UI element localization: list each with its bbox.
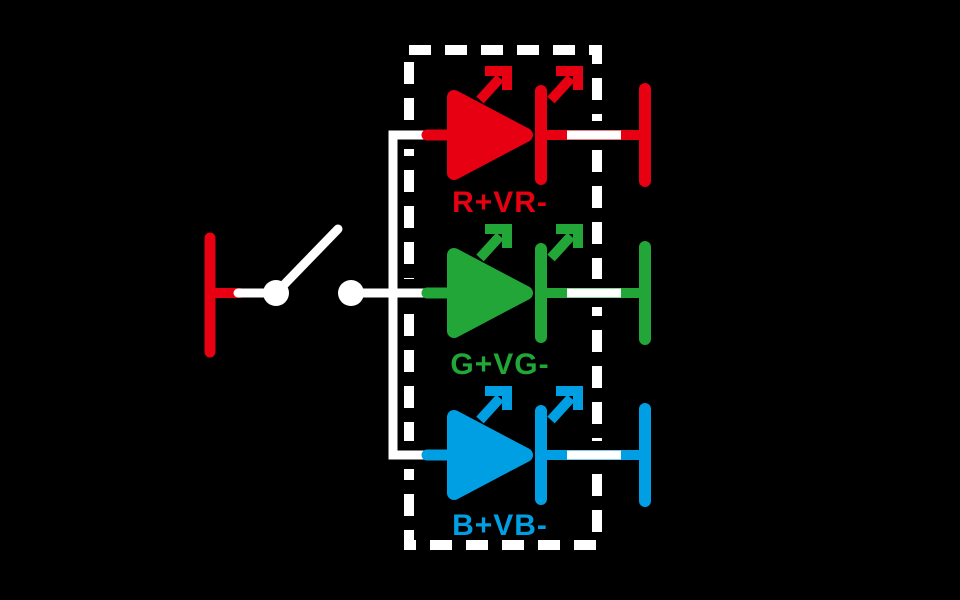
- switch-lever: [271, 224, 343, 298]
- blue-led-symbol: B+VB-: [421, 386, 651, 542]
- led-triangle-icon: [447, 90, 533, 180]
- light-emission-arrow-icon: [547, 224, 583, 262]
- light-emission-arrow-icon: [476, 224, 512, 262]
- led-triangle-icon: [447, 248, 533, 338]
- light-emission-arrow-icon: [476, 386, 512, 424]
- light-emission-arrow-icon: [547, 66, 583, 104]
- switch-pivot-contact: [263, 280, 289, 306]
- green-led-label: G+VG-: [450, 348, 549, 381]
- switch-icon: [233, 224, 364, 306]
- red-led-symbol: R+VR-: [421, 66, 651, 219]
- light-emission-arrow-icon: [547, 386, 583, 424]
- green-led-symbol: G+VG-: [421, 224, 651, 381]
- led-triangle-icon: [447, 410, 533, 500]
- switch-output-contact: [338, 280, 364, 306]
- wire-bus: [358, 130, 428, 460]
- red-led-label: R+VR-: [452, 186, 548, 219]
- light-emission-arrow-icon: [476, 66, 512, 104]
- blue-led-label: B+VB-: [452, 509, 548, 542]
